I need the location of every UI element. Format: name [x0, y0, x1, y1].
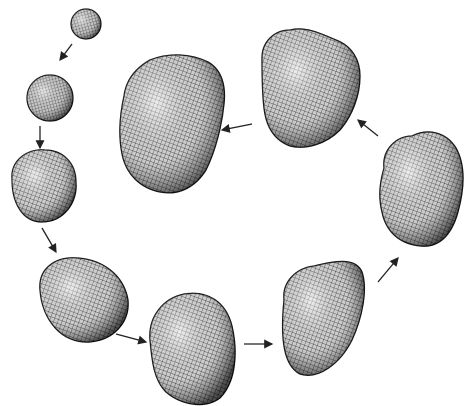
stage-5-shape: [150, 293, 235, 404]
arrow-8-to-9: [222, 124, 252, 130]
stage-8-shape: [262, 29, 360, 147]
stage-4-shape: [40, 258, 128, 342]
stage-3-shape: [12, 150, 76, 222]
stage-6-shape: [283, 261, 365, 375]
stage-1-shape: [71, 9, 101, 39]
arrow-7-to-8: [358, 120, 378, 136]
arrow-4-to-5: [116, 334, 146, 342]
arrow-3-to-4: [42, 228, 56, 252]
stage-9-shape: [120, 55, 225, 193]
arrow-1-to-2: [60, 44, 72, 60]
stage-7-shape: [380, 132, 463, 246]
arrow-6-to-7: [378, 258, 398, 282]
stage-2-shape: [27, 75, 73, 121]
